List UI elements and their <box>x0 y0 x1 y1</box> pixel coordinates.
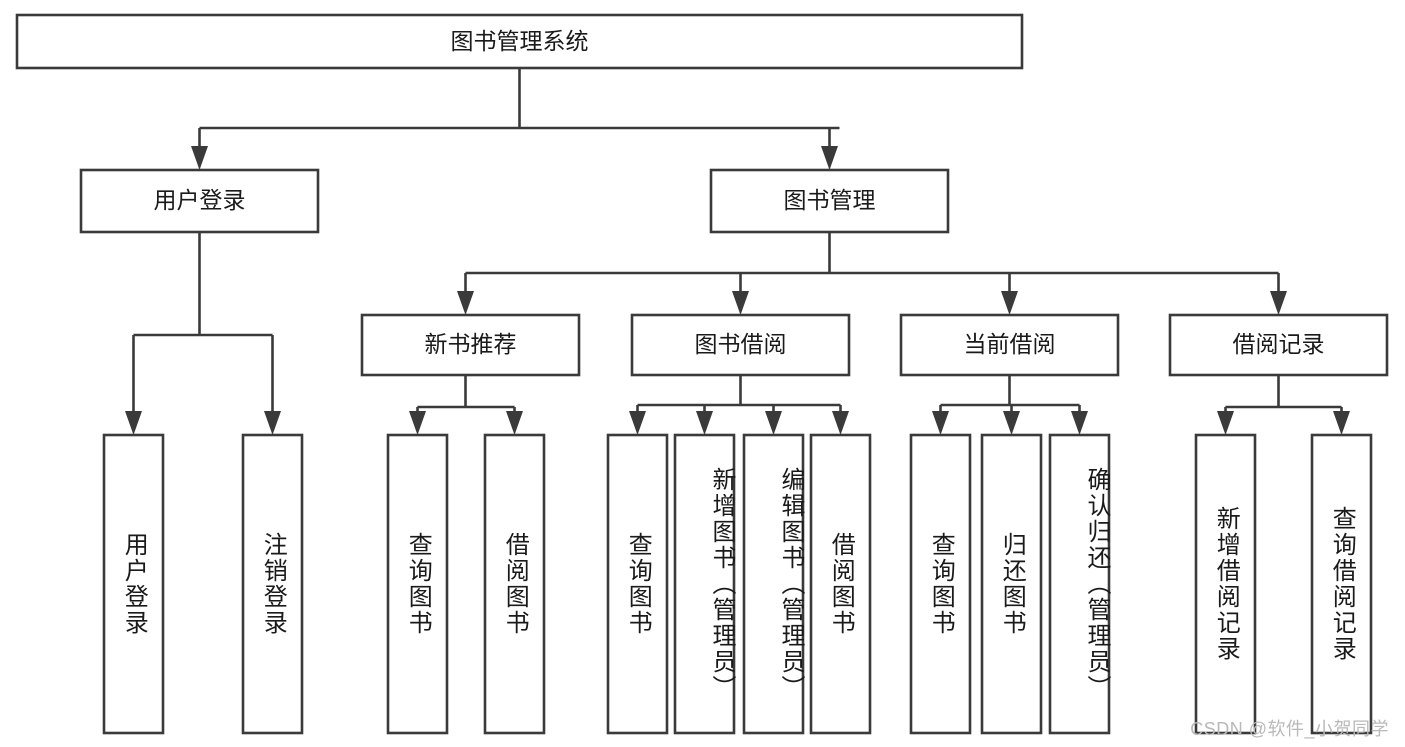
arrow-to-leaf-user-login <box>125 411 142 435</box>
connector-layer <box>125 68 1350 435</box>
arrow-to-book-manage <box>821 146 838 170</box>
arrow-to-book-borrow <box>732 291 749 315</box>
node-borrow-record[interactable]: 借阅记录 <box>1168 313 1389 377</box>
arrow-to-leaf-borrow-book-2 <box>832 411 849 435</box>
leaf-logout-box[interactable] <box>241 433 304 735</box>
leaf-query-book-1-box[interactable] <box>386 433 449 735</box>
node-root-label: 图书管理系统 <box>451 28 589 54</box>
node-book-manage-box[interactable] <box>709 168 950 234</box>
node-new-book-recommend[interactable]: 新书推荐 <box>360 313 581 377</box>
node-new-book-recommend-label: 新书推荐 <box>425 331 517 357</box>
node-current-borrow-label: 当前借阅 <box>964 331 1056 357</box>
arrow-to-leaf-confirm-return <box>1071 411 1088 435</box>
leaf-add-record-box[interactable] <box>1194 433 1257 735</box>
leaf-box-layer <box>102 433 1373 735</box>
leaf-user-login-box[interactable] <box>102 433 165 735</box>
arrow-to-leaf-add-record <box>1217 411 1234 435</box>
node-root[interactable]: 图书管理系统 <box>15 13 1024 70</box>
leaf-edit-book-box[interactable] <box>742 433 805 735</box>
leaf-query-book-3-box[interactable] <box>909 433 972 735</box>
arrow-to-new-book-recommend <box>457 291 474 315</box>
arrow-to-current-borrow <box>1001 291 1018 315</box>
arrow-to-leaf-query-record <box>1333 411 1350 435</box>
node-user-login-label: 用户登录 <box>154 187 246 213</box>
arrow-to-leaf-query-book-3 <box>932 411 949 435</box>
node-user-login[interactable]: 用户登录 <box>79 168 320 234</box>
leaf-confirm-return-box[interactable] <box>1048 433 1111 735</box>
arrow-to-borrow-record <box>1270 291 1287 315</box>
node-book-borrow-label: 图书借阅 <box>695 331 787 357</box>
node-book-manage[interactable]: 图书管理 <box>709 168 950 234</box>
node-root-box[interactable] <box>15 13 1024 70</box>
leaf-borrow-book-2-box[interactable] <box>809 433 872 735</box>
node-borrow-record-box[interactable] <box>1168 313 1389 377</box>
csdn-watermark: CSDN @软件_小贺同学 <box>1190 719 1389 739</box>
leaf-return-book-box[interactable] <box>980 433 1043 735</box>
leaf-add-book-box[interactable] <box>673 433 736 735</box>
node-current-borrow-box[interactable] <box>899 313 1120 377</box>
arrow-to-leaf-add-book <box>696 411 713 435</box>
arrow-to-leaf-borrow-book-1 <box>506 411 523 435</box>
arrow-to-leaf-query-book-1 <box>409 411 426 435</box>
node-book-borrow[interactable]: 图书借阅 <box>630 313 851 377</box>
node-book-manage-label: 图书管理 <box>784 187 876 213</box>
arrow-to-leaf-edit-book <box>765 411 782 435</box>
node-book-borrow-box[interactable] <box>630 313 851 377</box>
arrow-to-leaf-logout <box>264 411 281 435</box>
leaf-borrow-book-1-box[interactable] <box>483 433 546 735</box>
node-borrow-record-label: 借阅记录 <box>1233 331 1325 357</box>
arrow-to-leaf-return-book <box>1003 411 1020 435</box>
arrow-to-leaf-query-book-2 <box>629 411 646 435</box>
leaf-query-record-box[interactable] <box>1310 433 1373 735</box>
node-user-login-box[interactable] <box>79 168 320 234</box>
leaf-query-book-2-box[interactable] <box>606 433 669 735</box>
node-new-book-recommend-box[interactable] <box>360 313 581 377</box>
arrow-to-user-login <box>191 146 208 170</box>
node-current-borrow[interactable]: 当前借阅 <box>899 313 1120 377</box>
